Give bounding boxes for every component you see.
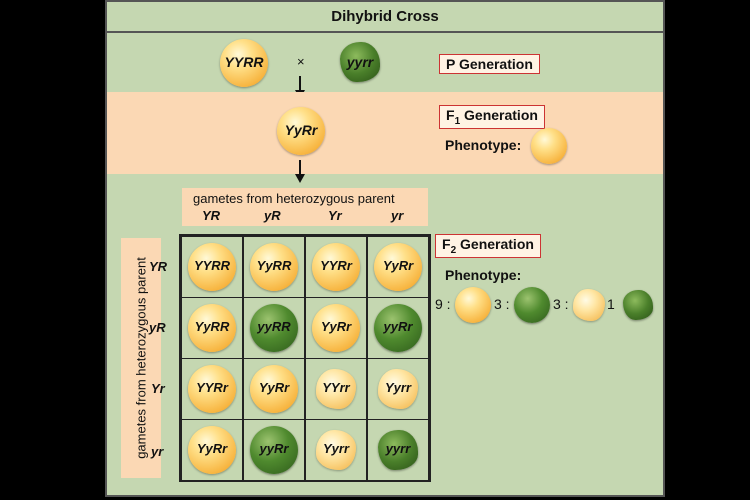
punnett-pea: YYRr — [312, 242, 360, 291]
f2-yellow-wrinkled-pea — [573, 289, 605, 321]
arrow-1-shaft — [299, 76, 301, 92]
f1-genotype: YyRr — [284, 122, 318, 138]
f1-generation-label: F1 Generation — [439, 105, 545, 129]
punnett-genotype: YYrr — [322, 379, 350, 395]
gametes-side-label: gametes from heterozygous parent — [133, 257, 149, 459]
punnett-cell: Yyrr — [305, 419, 367, 481]
gamete-side-3: Yr — [151, 381, 165, 396]
ratio-3b: 3 : — [553, 296, 569, 312]
f1-pea: YyRr — [277, 107, 325, 155]
punnett-genotype: YyRr — [258, 379, 290, 395]
punnett-cell: Yyrr — [367, 358, 429, 420]
punnett-cell: YYRr — [305, 236, 367, 298]
gametes-top-box — [182, 188, 428, 226]
punnett-cell: YyRr — [243, 358, 305, 420]
punnett-cell: YYRR — [181, 236, 243, 298]
punnett-genotype: YyRR — [256, 257, 292, 273]
cross-symbol: × — [297, 54, 305, 69]
f2-generation-label: F2 Generation — [435, 234, 541, 258]
punnett-cell: YYrr — [305, 358, 367, 420]
punnett-genotype: yyRR — [257, 318, 291, 334]
parent-pea-green-wrinkled: yyrr — [340, 42, 380, 82]
parent2-genotype: yyrr — [346, 54, 374, 70]
punnett-genotype: yyrr — [385, 440, 411, 456]
punnett-pea: YyRr — [312, 303, 360, 352]
punnett-pea: yyRR — [250, 303, 298, 352]
punnett-cell: yyRr — [243, 419, 305, 481]
gamete-top-3: Yr — [328, 208, 342, 223]
punnett-cell: YyRr — [367, 236, 429, 298]
arrow-2-down-icon — [295, 174, 305, 183]
gametes-side-label-wrap: gametes from heterozygous parent — [121, 238, 161, 478]
punnett-cell: YyRR — [243, 236, 305, 298]
ratio-9: 9 : — [435, 296, 451, 312]
f2-phenotype-label: Phenotype: — [445, 267, 522, 283]
punnett-genotype: YYRR — [193, 257, 231, 273]
punnett-pea: YyRR — [250, 242, 298, 291]
arrow-2-shaft — [299, 160, 301, 176]
punnett-cell: YyRr — [181, 419, 243, 481]
punnett-pea: Yyrr — [316, 429, 356, 470]
punnett-genotype: YYRr — [320, 257, 352, 273]
f2-yellow-round-pea — [455, 287, 491, 323]
parent1-genotype: YYRR — [224, 54, 264, 70]
ratio-3a: 3 : — [494, 296, 510, 312]
dihybrid-cross-panel: Dihybrid Cross YYRR × yyrr P Generation … — [105, 0, 665, 497]
punnett-genotype: YyRR — [194, 318, 230, 334]
punnett-genotype: YyRr — [196, 440, 228, 456]
punnett-cell: YYRr — [181, 358, 243, 420]
punnett-pea: yyrr — [378, 429, 418, 470]
gamete-top-2: yR — [264, 208, 281, 223]
punnett-genotype: yyRr — [383, 318, 413, 334]
punnett-genotype: YyRr — [382, 257, 414, 273]
punnett-genotype: Yyrr — [322, 440, 350, 456]
punnett-genotype: YYRr — [196, 379, 228, 395]
f1-band — [107, 92, 663, 174]
f2-green-wrinkled-pea — [623, 290, 653, 320]
punnett-pea: YyRr — [250, 364, 298, 413]
diagram-title: Dihybrid Cross — [107, 2, 663, 33]
punnett-pea: YyRR — [188, 303, 236, 352]
punnett-genotype: yyRr — [259, 440, 289, 456]
punnett-cell: yyRR — [243, 297, 305, 359]
gamete-top-1: YR — [202, 208, 221, 223]
gametes-side-box — [121, 238, 161, 478]
punnett-pea: YYrr — [316, 368, 356, 409]
f1-phenotype-label: Phenotype: — [445, 137, 522, 153]
punnett-pea: YyRr — [188, 425, 236, 474]
punnett-pea: yyRr — [374, 303, 422, 352]
punnett-genotype: Yyrr — [384, 379, 412, 395]
p-generation-label: P Generation — [439, 54, 540, 74]
punnett-pea: yyRr — [250, 425, 298, 474]
gamete-side-2: yR — [149, 320, 166, 335]
punnett-pea: YYRR — [188, 242, 236, 291]
punnett-cell: yyRr — [367, 297, 429, 359]
punnett-genotype: YyRr — [320, 318, 352, 334]
punnett-cell: YyRr — [305, 297, 367, 359]
punnett-pea: Yyrr — [378, 368, 418, 409]
f1-phenotype-pea — [531, 128, 567, 164]
punnett-pea: YyRr — [374, 242, 422, 291]
gametes-top-label: gametes from heterozygous parent — [193, 191, 395, 206]
punnett-cell: YyRR — [181, 297, 243, 359]
punnett-pea: YYRr — [188, 364, 236, 413]
punnett-cell: yyrr — [367, 419, 429, 481]
gamete-top-4: yr — [391, 208, 404, 223]
f2-green-round-pea — [514, 287, 550, 323]
ratio-1: 1 — [607, 296, 615, 312]
gamete-side-4: yr — [151, 444, 164, 459]
parent-pea-yellow-round: YYRR — [220, 39, 268, 87]
gamete-side-1: YR — [149, 259, 168, 274]
